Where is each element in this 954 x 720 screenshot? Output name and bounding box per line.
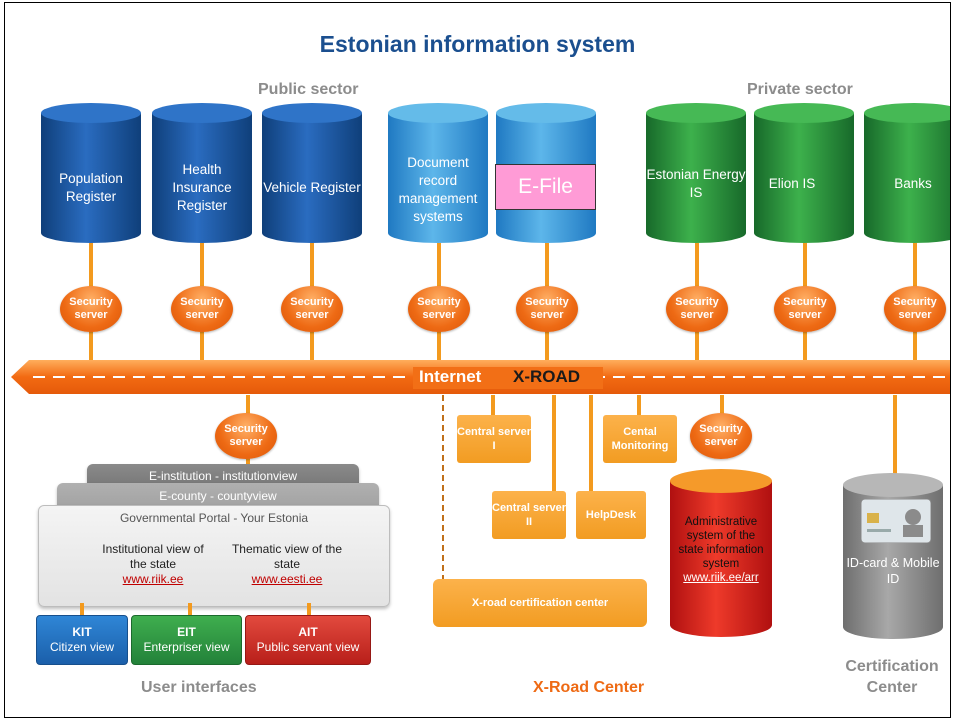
security-server-population: Security server — [60, 286, 122, 332]
x-road-label-bg — [413, 367, 603, 389]
thematic-link[interactable]: www.eesti.ee — [251, 572, 323, 586]
user-interfaces-caption: User interfaces — [141, 679, 257, 696]
db-label: Elion IS — [768, 176, 816, 191]
health-insurance-register-db: Health Insurance Register — [152, 103, 252, 243]
kit-subtitle: Citizen view — [49, 640, 115, 654]
db-cylinder-shape — [152, 103, 252, 243]
dashed-connector — [442, 395, 444, 581]
estonian-energy-db: Estonian Energy IS — [646, 103, 746, 243]
population-register-db: Population Register — [41, 103, 141, 243]
eit-title: EIT — [177, 625, 196, 639]
helpdesk-box: HelpDesk — [576, 491, 646, 539]
connector — [893, 395, 897, 475]
connector — [491, 395, 495, 415]
institutional-view-text: Institutional view of the state — [102, 542, 204, 571]
central-monitoring-box: Cental Monitoring — [603, 415, 677, 463]
ait-title: AIT — [298, 625, 318, 639]
security-server-admin: Security server — [690, 413, 752, 459]
private-sector-label: Private sector — [747, 81, 853, 98]
admin-system-description: Administrative system of the state infor… — [678, 516, 764, 570]
eit-subtitle: Enterpriser view — [143, 640, 230, 654]
security-server-efile: Security server — [516, 286, 578, 332]
diagram-frame: Estonian information system Public secto… — [4, 2, 951, 718]
vehicle-register-db: Vehicle Register — [262, 103, 362, 243]
security-server-elion: Security server — [774, 286, 836, 332]
x-road-center-caption: X-Road Center — [533, 679, 645, 696]
e-file-label-box: E-File — [495, 164, 596, 210]
kit-citizen-view-button[interactable]: KIT Citizen view — [36, 615, 128, 665]
x-road-label: X-ROAD — [513, 367, 581, 386]
security-server-energy: Security server — [666, 286, 728, 332]
certification-center-caption: Certification Center — [845, 658, 939, 696]
portal-title: Governmental Portal - Your Estonia — [119, 511, 309, 525]
db-cylinder-shape — [646, 103, 746, 243]
admin-system-text: Administrative system of the state infor… — [673, 515, 769, 585]
connector — [80, 603, 84, 615]
internet-label: Internet — [419, 367, 482, 386]
admin-system-link[interactable]: www.riik.ee/arr — [683, 572, 759, 584]
db-label: Banks — [894, 176, 932, 191]
connector — [246, 395, 250, 415]
connector — [589, 395, 593, 493]
elion-db: Elion IS — [754, 103, 854, 243]
ait-subtitle: Public servant view — [256, 640, 360, 654]
connector — [720, 395, 724, 415]
admin-system-cylinder — [670, 469, 772, 637]
eit-enterpriser-view-button[interactable]: EIT Enterpriser view — [131, 615, 242, 665]
security-server-document: Security server — [408, 286, 470, 332]
central-server-2: Central server II — [492, 491, 566, 539]
thematic-view-text: Thematic view of the state — [231, 542, 343, 571]
db-label: Population Register — [59, 171, 123, 204]
kit-title: KIT — [72, 625, 92, 639]
connector — [637, 395, 641, 415]
institutional-link[interactable]: www.riik.ee — [122, 572, 184, 586]
db-cylinder-shape — [754, 103, 854, 243]
e-institution-label: E-institution - institutionview — [148, 469, 298, 483]
db-cylinder-shape — [388, 103, 488, 243]
security-server-banks: Security server — [884, 286, 946, 332]
ait-public-servant-view-button[interactable]: AIT Public servant view — [245, 615, 371, 665]
security-server-portal: Security server — [215, 413, 277, 459]
connector — [307, 603, 311, 615]
db-label: Health Insurance Register — [172, 162, 232, 213]
governmental-portal-panel: Governmental Portal - Your Estonia Insti… — [38, 505, 390, 607]
security-server-health: Security server — [171, 286, 233, 332]
public-sector-label: Public sector — [258, 81, 359, 98]
db-cylinder-shape — [262, 103, 362, 243]
id-card-icon — [861, 499, 931, 543]
central-server-1: Central server I — [457, 415, 531, 463]
security-server-vehicle: Security server — [281, 286, 343, 332]
banks-db: Banks — [864, 103, 950, 243]
db-label: Vehicle Register — [263, 180, 361, 195]
db-label: Document record management systems — [398, 155, 478, 224]
db-cylinder-shape — [41, 103, 141, 243]
connector — [552, 395, 556, 493]
db-cylinder-shape — [864, 103, 950, 243]
diagram-title: Estonian information system — [319, 31, 636, 57]
connector — [246, 453, 250, 467]
document-management-db: Document record management systems — [388, 103, 488, 243]
id-card-label: ID-card & Mobile ID — [846, 556, 940, 586]
db-label: Estonian Energy IS — [646, 167, 746, 200]
e-county-label: E-county - countyview — [159, 489, 277, 503]
thematic-view: Thematic view of the state www.eesti.ee — [227, 542, 347, 587]
connector — [188, 603, 192, 615]
institutional-view: Institutional view of the state www.riik… — [97, 542, 209, 587]
x-road-certification-center: X-road certification center — [433, 579, 647, 627]
